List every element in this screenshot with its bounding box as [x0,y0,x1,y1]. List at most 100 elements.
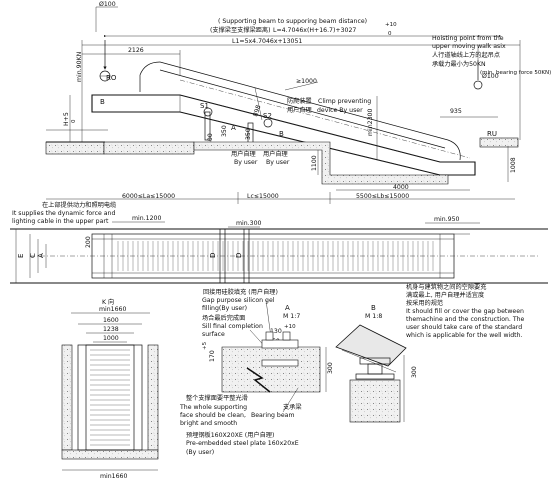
dim-898: 898 [252,104,262,117]
beam-distance-note-en: ( Supporting beam to supporing beam dist… [218,18,367,25]
lower-landing-slab [479,137,519,148]
plan-view: 在上部提供动力和照明电缆 It supplies the dynamic for… [10,201,548,284]
hoist-note-cn-1: 人行道轴线上方的起吊点 [432,51,500,59]
support-s1 [204,111,211,141]
dim-1100: 1100 [311,155,318,171]
dim-350-a: 350 [221,125,228,137]
label-d-right: D [235,253,243,258]
dim-170-tol: +5 [202,341,208,350]
user-note-1-en: By user [234,159,258,166]
gap-note-cn: 回接用硅胶填充 (用户自理) [203,288,278,296]
upper-landing-slab [45,141,105,155]
dim-1008-right: 1008 [510,157,517,173]
dim-1000: 1000 [103,335,119,342]
surface-note-en-1: The whole supporting [179,404,247,411]
label-c: C [29,253,37,258]
climb-device-cn: 防爬装置 [287,97,312,105]
dim-lc: Lc≤15000 [247,193,279,200]
detail-b-truss-end [335,324,407,367]
hoist-note-en-1: Hoisting point from the [432,35,504,42]
dim-la: 6000≤La≤15000 [122,193,175,200]
dim-300-a: 300 [327,362,334,374]
detail-b-concrete [349,379,401,423]
climb-device-cn-user: 用户自理 [287,106,312,114]
dim-130-tol: +10 [284,324,296,330]
dim-min-1660-bottom: min1660 [100,473,127,480]
gap-fill-note-en-4: which is applicable for the well width. [406,332,523,339]
beam-tol-plus: +10 [385,22,397,28]
dim-min-300: min.300 [236,220,262,227]
phi-label-right: Ø100 [482,72,499,80]
dim-min-2300: min2300 [367,109,374,136]
surface-note-en-2: face should be clean, [180,412,246,419]
gap-fill-note-cn-3: 按采用的规范 [406,299,443,307]
detail-a-title: A [285,304,290,312]
dim-300-b: 300 [411,366,418,378]
dim-1238: 1238 [103,326,119,333]
gap-fill-note-cn-1: 机身与建筑物之间的空隙要充 [406,283,486,291]
beam-distance-note-cn: (支撑梁至支撑梁距离) [210,26,271,34]
dim-600: 600 [207,133,214,145]
power-note-cn: 在上部提供动力和照明电缆 [42,201,116,209]
label-d-left: D [209,253,217,258]
k-view-steps [90,349,130,446]
steel-plate-cn: 预埋钢板160X20XE (用户自理) [186,431,274,439]
climb-device-en: Climp preventing [318,98,371,105]
k-view-walk-body [77,344,143,451]
hoist-note-cn-2: 承载力最小为50KN [432,60,486,68]
dim-min-950: min.950 [434,216,460,223]
dim-zero: 0 [71,119,77,123]
dim-200: 200 [85,236,92,248]
sill-note-cn: 场合最后完成面 [202,314,245,322]
dim-1600: 1600 [103,317,119,324]
gap-fill-note-cn-2: 满或最上, 用户自理并适宜度 [406,291,484,299]
power-note-en-2: lighting cable in the upper part [12,218,109,225]
overall-length: L1=5x4.7046x+13051 [232,38,302,45]
dim-170: 170 [209,350,216,362]
gap-fill-note-en-3: user should take care of the standard [406,324,522,331]
steel-plate-en-2: (By user) [186,449,214,456]
label-ru: RU [487,130,497,138]
gap-fill-note-en-1: It should fill or cover the gap between [406,308,524,315]
gap-note-en-1: Gap purpose silicon gel [202,297,275,304]
bearing-beam-en: Bearing beam [251,412,294,419]
beam-formula: L=4.7046x(H+16.7)+3027 [273,27,356,34]
dim-min-1200: min.1200 [132,215,161,222]
label-b-left: B [100,98,105,106]
label-b: B [279,130,284,138]
label-e: E [17,254,25,258]
user-note-2-cn: 用户自理 [263,150,288,158]
surface-note-cn: 整个支撑面要平整光滑 [186,394,248,402]
bearing-beam-cn: 支承梁 [283,403,302,411]
sill-note-en-1: Sill final completion [202,323,263,330]
label-a: A [231,124,236,132]
dim-2126: 2126 [128,47,144,54]
user-note-1-cn: 用户自理 [231,150,256,158]
pit-floor [193,141,449,185]
power-note-en-1: It supplies the dynamic force and [12,210,115,217]
detail-a-concrete [221,346,321,393]
dim-h-plus-5: H+5 [63,112,70,126]
detail-a: 回接用硅胶填充 (用户自理) Gap purpose silicon gel f… [179,288,334,456]
gap-note-en-2: filling(By user) [202,305,247,312]
min-90kn: min.90KN [76,51,83,82]
gap-fill-note-en-2: themachine and the construction. The [406,316,525,323]
sill-note-en-2: surface [202,331,225,338]
label-a-plan: A [37,253,45,258]
steel-plate-en: Pre-embedded steel plate 160x20xE [186,440,299,447]
label-ro: RO [106,74,117,82]
dim-min-1660-top: min1660 [99,306,126,313]
dim-350-b: 350 [245,128,252,140]
dim-lb: 5500≤Lb≤15000 [356,193,409,200]
k-direction-view: K 向 min1660 1600 1238 1000 min1660 [61,298,159,480]
dim-130: 130 [270,328,282,335]
dim-4000: 4000 [393,184,409,191]
beam-tol-zero: 0 [388,31,392,37]
detail-b-title: B [371,304,376,312]
dim-ge-1000: ≥1000 [296,78,317,85]
label-s2: S2 [263,112,272,120]
detail-b-scale: M 1:8 [365,313,382,320]
k-view-title: K 向 [102,298,114,306]
detail-b: B M 1:8 机身与建筑物之间的空隙要充 满或最上, 用户自理并适宜度 按采用… [335,283,525,423]
